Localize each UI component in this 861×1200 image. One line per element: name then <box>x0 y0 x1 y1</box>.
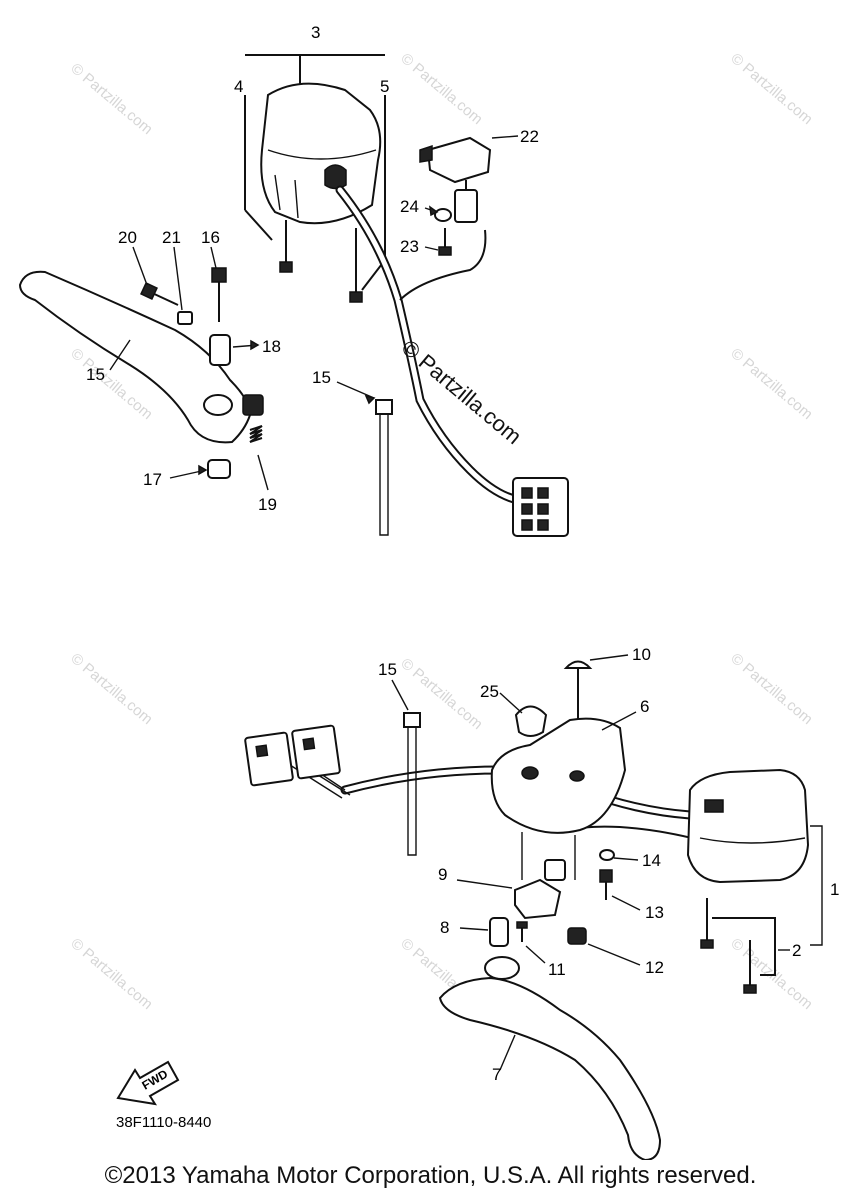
screw-11 <box>516 921 528 942</box>
lower-leaders <box>391 654 641 1071</box>
callout-10: 10 <box>632 645 651 664</box>
callout-21: 20 <box>118 228 137 247</box>
callout-2: 2 <box>792 941 801 960</box>
spring-20 <box>249 425 263 443</box>
screw-21 <box>140 282 179 306</box>
callout-4: 4 <box>234 77 243 96</box>
bolt-13 <box>599 869 613 900</box>
watermark-tile: © Partzilla.com <box>397 50 485 128</box>
brake-lever <box>438 956 662 1160</box>
screw-24 <box>438 228 452 256</box>
watermark-tile: © Partzilla.com <box>67 60 155 138</box>
callout-14: 14 <box>642 851 661 870</box>
callout-17: 16 <box>201 228 220 247</box>
callout-1: 1 <box>830 880 839 899</box>
lower-callouts: 10 25 6 15 9 8 11 12 13 14 1 2 7 <box>378 645 839 1084</box>
callout-6: 6 <box>640 697 649 716</box>
housing-screws-2 <box>700 898 757 994</box>
callout-3: 3 <box>311 23 320 42</box>
clutch-lever <box>18 270 264 444</box>
left-switch-housing <box>260 82 382 225</box>
callout-5: 5 <box>380 77 389 96</box>
collar-8 <box>489 917 509 947</box>
watermark-tile: © Partzilla.com <box>727 345 815 423</box>
upper-arrowheads <box>198 205 439 476</box>
nut-18 <box>207 459 231 479</box>
callout-19: 18 <box>262 337 281 356</box>
callout-15-upper: 15 <box>312 368 331 387</box>
copyright-notice: ©2013 Yamaha Motor Corporation, U.S.A. A… <box>104 1162 757 1189</box>
callout-9: 9 <box>438 865 447 884</box>
upper-callouts: 3 4 5 22 24 23 20 21 16 18 15 15 17 19 <box>86 23 539 514</box>
callout-25: 24 <box>400 197 419 216</box>
bolt-17 <box>211 267 227 322</box>
nut-22 <box>177 311 193 325</box>
cable-tie-lower <box>403 712 421 856</box>
callout-11: 11 <box>548 960 566 979</box>
callout-20: 19 <box>258 495 277 514</box>
callout-15-lower: 15 <box>378 660 397 679</box>
watermark-tile: © Partzilla.com <box>727 50 815 128</box>
callout-24: 23 <box>400 237 419 256</box>
left-switch-cable <box>335 185 523 505</box>
callout-12: 12 <box>645 958 664 977</box>
watermark-tile: © Partzilla.com <box>67 650 155 728</box>
callout-7: 7 <box>492 1065 501 1084</box>
fwd-arrow-icon: FWD <box>116 1060 180 1106</box>
parts-diagram: © Partzilla.com © Partzilla.com © Partzi… <box>18 23 839 1160</box>
housing-screws <box>279 220 363 303</box>
nut-25 <box>434 208 452 222</box>
collar-19 <box>209 334 231 366</box>
watermark-tile: © Partzilla.com <box>727 650 815 728</box>
callout-26: 25 <box>480 682 499 701</box>
screw-10 <box>563 660 593 722</box>
right-switch-housing <box>686 768 810 884</box>
throttle-housing <box>490 717 627 880</box>
bracket-1-2 <box>712 825 823 976</box>
reference-code: 38F1110-8440 <box>116 1114 211 1131</box>
clutch-switch <box>419 136 492 223</box>
washer-14 <box>599 849 615 861</box>
cable-tie-upper <box>375 399 393 536</box>
watermark-tile: © Partzilla.com <box>67 935 155 1013</box>
callout-16: 15 <box>86 365 105 384</box>
switch-9 <box>514 859 566 920</box>
callout-13: 13 <box>645 903 664 922</box>
lower-connectors <box>244 724 341 787</box>
upper-connector <box>512 477 569 537</box>
callout-18: 17 <box>143 470 162 489</box>
callout-23: 22 <box>520 127 539 146</box>
cap-26 <box>514 705 548 737</box>
nut-12 <box>567 927 587 945</box>
callout-22: 21 <box>162 228 181 247</box>
callout-8: 8 <box>440 918 449 937</box>
